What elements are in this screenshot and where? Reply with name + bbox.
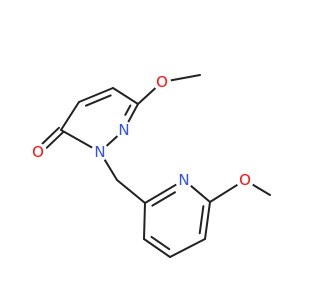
bond-layer	[41, 74, 271, 258]
atom-label-n-ring-a: N	[118, 121, 129, 139]
bond-c2p-n1p	[144, 183, 178, 204]
bond-o1-c6	[137, 87, 157, 105]
bond-c6-c5	[112, 87, 139, 105]
bond-c6p-o3	[209, 183, 239, 203]
molecule-diagram: O N N O N O	[29, 73, 271, 258]
bond-n2-ch2	[103, 158, 118, 181]
bond-c5p-c4p	[169, 238, 206, 258]
bond-n1-c6-inner	[124, 104, 132, 116]
atom-label-o-pyridine-methoxy: O	[239, 171, 251, 189]
atom-o-carbonyl: O	[29, 143, 47, 161]
atom-n-pyridine: N	[175, 171, 193, 189]
bond-c4p-c3p-inner	[150, 235, 171, 251]
bond-c4p-c3p	[143, 238, 171, 258]
atom-n-ring-b: N	[91, 143, 109, 161]
bond-c6p-c5p-inner	[198, 205, 205, 235]
bond-n1p-c6p	[189, 184, 211, 203]
bond-c3-o2-b	[45, 131, 65, 149]
atom-label-layer: O N N O N O	[29, 73, 254, 189]
bond-c3p-c2p	[143, 202, 146, 240]
bond-c2p-n1p-inner	[151, 191, 176, 207]
atom-label-o-ring-methoxy: O	[156, 73, 168, 91]
bond-o3-me2	[251, 183, 271, 196]
bond-ch2-c2p	[116, 179, 146, 204]
bond-me1-o1	[169, 74, 201, 82]
bond-c5-c4-inner	[84, 94, 112, 107]
atom-label-n-pyridine: N	[178, 171, 189, 189]
atom-n-ring-a: N	[115, 121, 133, 139]
structure-svg: O N N O N O	[29, 73, 271, 258]
bond-c6p-c5p	[204, 201, 211, 240]
atom-label-n-ring-b: N	[94, 143, 105, 161]
atom-label-o-carbonyl: O	[32, 143, 44, 161]
bond-n1-c6	[127, 103, 139, 124]
bond-n2-n1	[105, 135, 119, 147]
atom-o-ring-methoxy: O	[153, 73, 171, 91]
bond-c3-o2-a	[41, 126, 60, 145]
bond-c5-c4	[78, 87, 114, 103]
bond-c3-n2	[60, 129, 94, 149]
bond-c4-c3	[60, 101, 80, 131]
atom-o-pyridine-methoxy: O	[236, 171, 254, 189]
